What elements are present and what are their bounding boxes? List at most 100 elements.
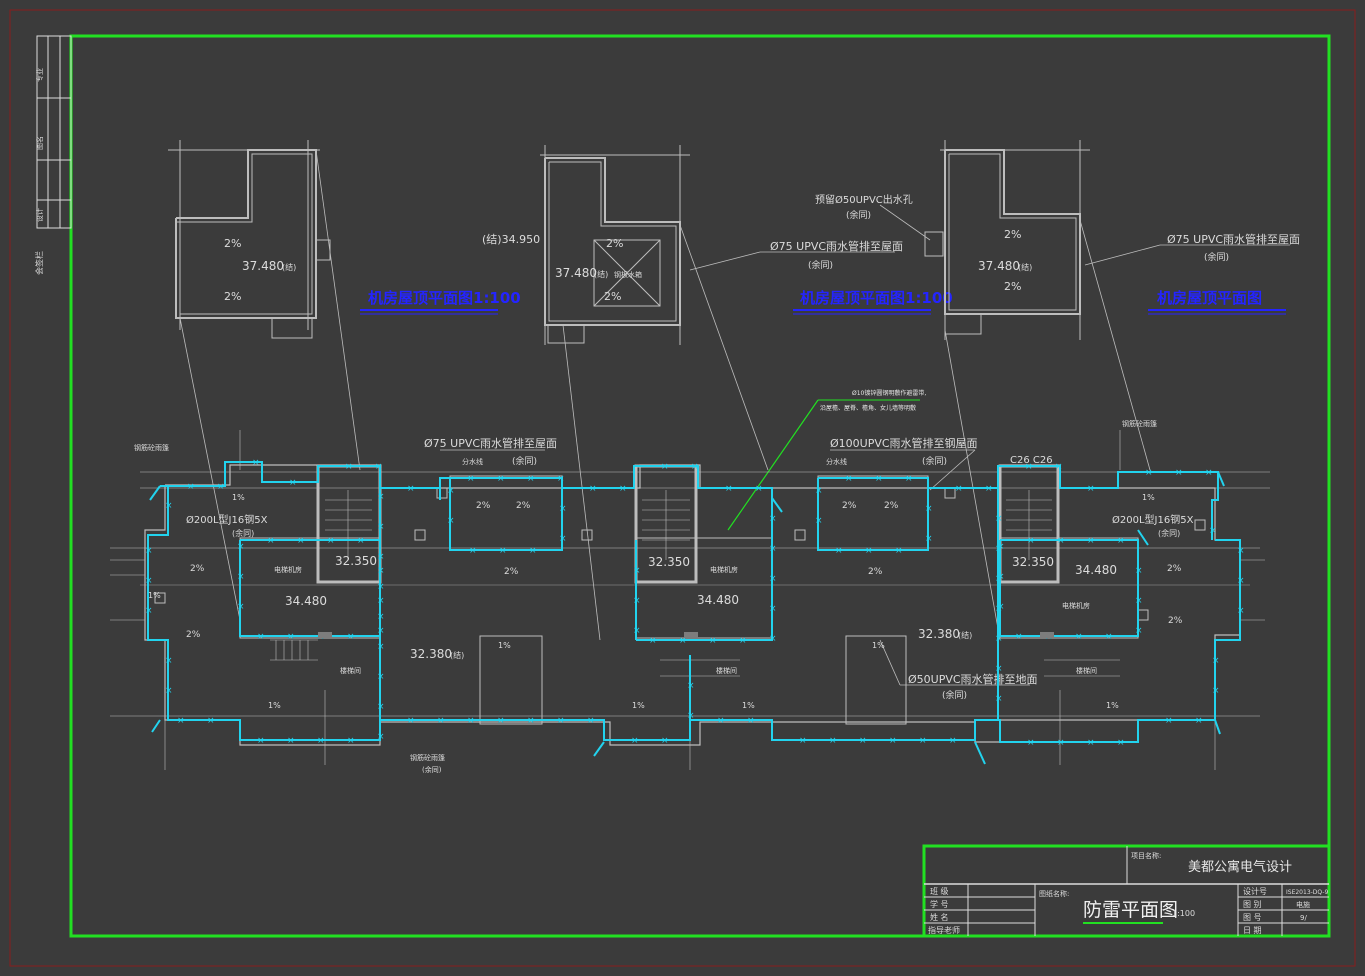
conductor-x-marker: ×: [925, 534, 933, 544]
conductor-x-marker: ×: [1212, 686, 1220, 696]
fp-room-stair-1: 楼梯间: [340, 666, 361, 675]
conductor-x-marker: ×: [1117, 536, 1125, 546]
conductor-x-marker: ×: [287, 736, 295, 746]
conductor-x-marker: ×: [995, 634, 1003, 644]
fp-gutter-3: 钢筋砼雨篷: [410, 753, 445, 762]
conductor-x-marker: ×: [407, 484, 415, 494]
fp-elev-suffix-1: (结): [450, 650, 464, 660]
conductor-x-marker: ×: [587, 716, 595, 726]
tb-right-k-2: 图 别: [1243, 900, 1262, 909]
conductor-x-marker: ×: [829, 736, 837, 746]
conductor-x-marker: ×: [919, 736, 927, 746]
conductor-x-marker: ×: [985, 484, 993, 494]
conductor-x-marker: ×: [1237, 576, 1245, 586]
conductor-x-marker: ×: [377, 492, 385, 502]
conductor-x-marker: ×: [165, 501, 173, 511]
conductor-x-marker: ×: [1195, 716, 1203, 726]
fp-slope-2: 2%: [504, 567, 519, 577]
conductor-x-marker: ×: [165, 686, 173, 696]
conductor-x-marker: ×: [1025, 462, 1033, 472]
conductor-x-marker: ×: [687, 711, 695, 721]
roof-1-slope-bottom: 2%: [224, 290, 241, 303]
conductor-x-marker: ×: [769, 604, 777, 614]
fp-elev-7: 32.380: [410, 647, 452, 661]
fp-side-label-1: 分水线: [462, 457, 483, 466]
conductor-x-marker: ×: [1205, 468, 1213, 478]
conductor-x-marker: ×: [145, 546, 153, 556]
title-block: [922, 844, 1331, 938]
callout-c1-line1: Ø75 UPVC雨水管排至屋面: [424, 436, 557, 450]
fp-room-elevator-2: 电梯机房: [710, 565, 738, 574]
conductor-x-marker: ×: [633, 566, 641, 576]
conductor-x-marker: ×: [317, 736, 325, 746]
conductor-x-marker: ×: [889, 736, 897, 746]
conductor-x-marker: ×: [237, 542, 245, 552]
tb-left-row-2: 学 号: [930, 899, 949, 909]
conductor-x-marker: ×: [1087, 484, 1095, 494]
fp-room-elevator-3: 电梯机房: [1062, 601, 1090, 610]
fp-slope-19: 1%: [872, 641, 885, 650]
conductor-x-marker: ×: [997, 542, 1005, 552]
fp-slope-11: 2%: [186, 630, 201, 640]
conductor-x-marker: ×: [865, 546, 873, 556]
callout-c5-line1: Ø100UPVC雨水管排至钢屋面: [830, 436, 978, 450]
fp-room-elevator-1: 电梯机房: [274, 565, 302, 574]
conductor-x-marker: ×: [815, 486, 823, 496]
roof-2-elevation-suffix: (结): [594, 269, 608, 279]
fp-slope-5: 1%: [232, 493, 245, 502]
conductor-x-marker: ×: [661, 736, 669, 746]
fp-elev-1: 32.350: [335, 554, 377, 568]
conductor-markers: × × × × × × × × × × × × × × × × × × × × × × × × × × × × × × × × × × × × × × × ×…: [145, 458, 1245, 748]
callout-c4-line1: Ø75 UPVC雨水管排至屋面: [1167, 232, 1300, 246]
conductor-x-marker: ×: [1145, 468, 1153, 478]
conductor-x-marker: ×: [633, 596, 641, 606]
callout-leaders: [440, 204, 1290, 686]
conductor-x-marker: ×: [769, 574, 777, 584]
conductor-x-marker: ×: [1135, 596, 1143, 606]
roof-1-elevation: 37.480: [242, 259, 284, 273]
conductor-x-marker: ×: [257, 736, 265, 746]
conductor-x-marker: ×: [437, 716, 445, 726]
fp-slope-3: 2%: [868, 567, 883, 577]
conductor-x-marker: ×: [252, 458, 260, 468]
conductor-x-marker: ×: [995, 664, 1003, 674]
roof-2-inner-note: 钢板水箱: [614, 270, 642, 279]
callout-c2-line2: (余同): [846, 209, 871, 221]
conductor-x-marker: ×: [769, 634, 777, 644]
fp-slope-8: 1%: [632, 701, 645, 710]
callout-c3-line2: (余同): [808, 259, 833, 271]
tb-right-v-3: 9/: [1300, 914, 1307, 922]
conductor-x-marker: ×: [925, 504, 933, 514]
conductor-x-marker: ×: [407, 716, 415, 726]
conductor-x-marker: ×: [347, 736, 355, 746]
conductor-x-marker: ×: [725, 484, 733, 494]
conductor-x-marker: ×: [377, 582, 385, 592]
conductor-x-marker: ×: [997, 572, 1005, 582]
tb-right-v-1: ISE2013-DQ-9: [1286, 889, 1328, 896]
conductor-x-marker: ×: [257, 632, 265, 642]
left-strip-cell-1: 专业: [35, 68, 44, 82]
tb-right-k-4: 日 期: [1243, 926, 1262, 935]
conductor-x-marker: ×: [859, 736, 867, 746]
conductor-x-marker: ×: [1117, 738, 1125, 748]
roof-plan-2: [540, 145, 769, 641]
fp-slope-1: 2%: [190, 564, 205, 574]
callout-c3-line1: Ø75 UPVC雨水管排至屋面: [770, 239, 903, 253]
fp-elev-3: 32.350: [1012, 555, 1054, 569]
conductor-x-marker: ×: [267, 536, 275, 546]
fp-slope-7: 1%: [268, 701, 281, 710]
fp-elev-4: 34.480: [285, 594, 327, 608]
conductor-x-marker: ×: [377, 522, 385, 532]
fp-elev-6: 34.480: [1075, 563, 1117, 577]
callout-c1-line2: (余同): [512, 455, 537, 467]
conductor-x-marker: ×: [739, 636, 747, 646]
conductor-x-marker: ×: [217, 482, 225, 492]
conductor-x-marker: ×: [619, 484, 627, 494]
fp-pipe-note-1: Ø200L型J16钢5X: [186, 513, 268, 526]
pipe-marker-3: [1040, 632, 1054, 638]
conductor-x-marker: ×: [499, 546, 507, 556]
fp-pipe-note2-1: (余同): [232, 528, 254, 538]
conductor-x-marker: ×: [145, 576, 153, 586]
tb-left-row-4: 指导老师: [928, 925, 960, 935]
conductor-x-marker: ×: [1212, 656, 1220, 666]
